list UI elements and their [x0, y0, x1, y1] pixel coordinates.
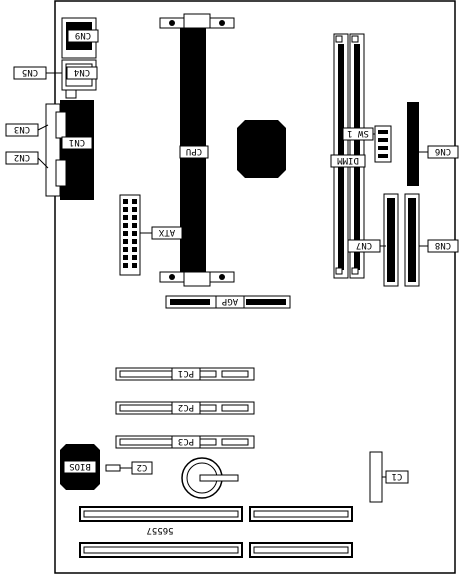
- svg-text:CN5: CN5: [22, 67, 38, 77]
- sw1-label: SW 1: [342, 127, 375, 141]
- isa-slot-1: [79, 506, 353, 522]
- cn5-label: CN5: [13, 66, 62, 80]
- svg-text:PC3: PC3: [178, 436, 194, 446]
- svg-text:CPU: CPU: [186, 146, 202, 156]
- cn4-label: CN4: [66, 66, 98, 80]
- svg-text:DIMM: DIMM: [337, 155, 359, 165]
- pc3-label: PC3: [171, 435, 201, 449]
- svg-text:SW 1: SW 1: [347, 128, 369, 138]
- svg-text:CN3: CN3: [14, 124, 30, 134]
- isa-slot-2: [79, 542, 353, 558]
- agp-label: AGP: [215, 295, 245, 309]
- pc1-label: PC1: [171, 367, 201, 381]
- svg-text:C2: C2: [137, 462, 148, 472]
- bios-label: BIOS: [63, 460, 97, 474]
- cpu-label: CPU: [179, 145, 209, 159]
- svg-text:CN6: CN6: [435, 146, 451, 156]
- svg-text:C1: C1: [392, 471, 403, 481]
- atx-connector: [119, 194, 141, 276]
- cn2-label: CN2: [5, 151, 49, 169]
- board-outline: [54, 0, 456, 574]
- c2-jumper: [105, 464, 132, 472]
- cn6-label: CN6: [419, 145, 459, 159]
- c2-label: C2: [131, 461, 153, 475]
- svg-text:CN9: CN9: [75, 30, 91, 40]
- cn4-tab: [65, 89, 77, 99]
- cn8-label: CN8: [419, 239, 459, 253]
- svg-text:BIOS: BIOS: [69, 461, 91, 471]
- cn7-header: [383, 193, 399, 287]
- sw1-switch: [374, 125, 392, 163]
- cn1-connector: [45, 100, 94, 200]
- c1-label: C1: [382, 470, 409, 484]
- atx-label: ATX: [140, 226, 183, 240]
- svg-text:CN4: CN4: [74, 67, 90, 77]
- cn6-header: [407, 102, 419, 186]
- svg-text:ATX: ATX: [158, 227, 175, 237]
- cn1-label: CN1: [61, 136, 93, 150]
- cn8-header: [404, 193, 420, 287]
- svg-text:CN1: CN1: [69, 137, 85, 147]
- chipset: [237, 120, 286, 178]
- svg-text:PC1: PC1: [178, 368, 194, 378]
- svg-text:CN8: CN8: [435, 240, 451, 250]
- pc2-label: PC2: [171, 401, 201, 415]
- svg-text:CN7: CN7: [356, 240, 372, 250]
- board-code: 56557: [146, 525, 173, 535]
- dimm-label: DIMM: [330, 154, 366, 168]
- cn9-label: CN9: [67, 29, 99, 43]
- cn7-label: CN7: [347, 239, 386, 253]
- svg-text:AGP: AGP: [221, 296, 238, 306]
- svg-text:PC2: PC2: [178, 402, 194, 412]
- svg-text:CN2: CN2: [14, 152, 30, 162]
- cn3-label: CN3: [5, 123, 49, 137]
- c1-component: [369, 451, 383, 503]
- battery: [181, 457, 239, 499]
